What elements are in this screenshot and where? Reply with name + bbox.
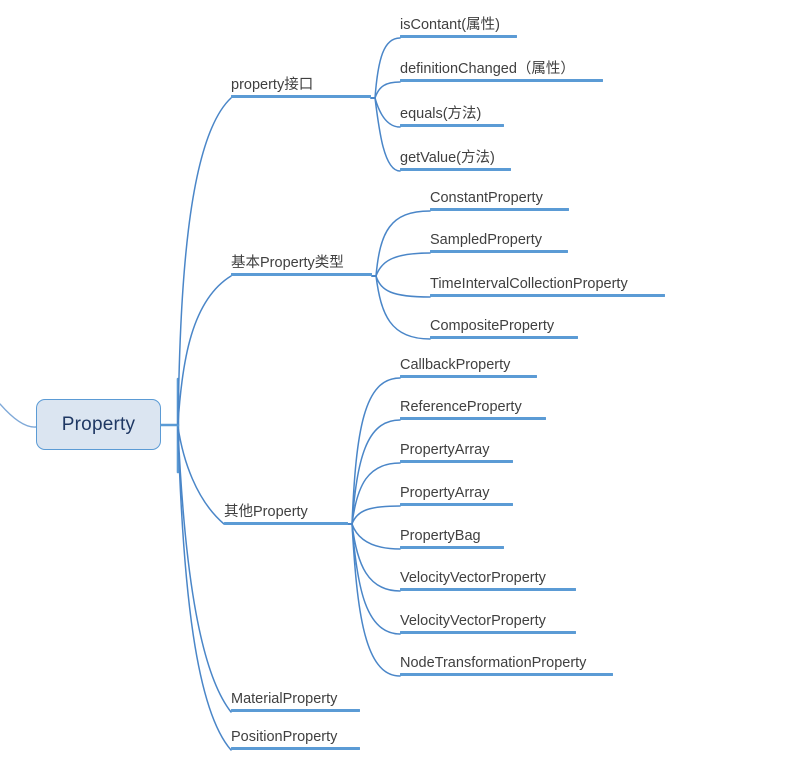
branch-underline [231, 272, 372, 276]
leaf-node-sampledproperty[interactable]: SampledProperty [430, 225, 568, 253]
leaf-underline [400, 502, 513, 506]
leaf-underline [430, 249, 568, 253]
leaf-underline [400, 78, 603, 82]
leaf-label: VelocityVectorProperty [400, 570, 546, 587]
leaf-label: ConstantProperty [430, 190, 543, 207]
leaf-label: definitionChanged（属性） [400, 61, 575, 78]
branch-node-positionproperty[interactable]: PositionProperty [231, 722, 360, 750]
leaf-label: ReferenceProperty [400, 399, 522, 416]
branch-underline [231, 708, 360, 712]
branch-label: 基本Property类型 [231, 255, 344, 272]
leaf-node-nodetransformationproperty[interactable]: NodeTransformationProperty [400, 648, 613, 676]
branch-node-property-interface[interactable]: property接口 [231, 70, 371, 98]
leaf-underline [430, 293, 665, 297]
leaf-label: NodeTransformationProperty [400, 655, 587, 672]
leaf-underline [400, 34, 517, 38]
leaf-node-callbackproperty[interactable]: CallbackProperty [400, 350, 537, 378]
leaf-label: CompositeProperty [430, 318, 555, 335]
leaf-underline [400, 459, 513, 463]
leaf-underline [430, 207, 569, 211]
leaf-node-timeintervalcollectionproperty[interactable]: TimeIntervalCollectionProperty [430, 269, 665, 297]
branch-label: MaterialProperty [231, 691, 338, 708]
leaf-node-equals[interactable]: equals(方法) [400, 99, 504, 127]
leaf-underline [400, 672, 613, 676]
branch-underline [231, 94, 371, 98]
leaf-underline [400, 545, 504, 549]
branch-node-materialproperty[interactable]: MaterialProperty [231, 684, 360, 712]
branch-underline [231, 746, 360, 750]
leaf-label: getValue(方法) [400, 150, 495, 167]
leaf-label: equals(方法) [400, 106, 482, 123]
leaf-label: isContant(属性) [400, 17, 500, 34]
branch-underline [224, 521, 348, 525]
leaf-node-constantproperty[interactable]: ConstantProperty [430, 183, 569, 211]
leaf-node-definitionchanged[interactable]: definitionChanged（属性） [400, 54, 603, 82]
branch-label: PositionProperty [231, 729, 338, 746]
branch-node-other-property[interactable]: 其他Property [224, 497, 348, 525]
leaf-node-referenceproperty[interactable]: ReferenceProperty [400, 392, 546, 420]
leaf-label: TimeIntervalCollectionProperty [430, 276, 628, 293]
leaf-label: PropertyArray [400, 485, 490, 502]
branch-label: property接口 [231, 77, 314, 94]
leaf-node-propertybag[interactable]: PropertyBag [400, 521, 504, 549]
leaf-node-velocityvectorproperty-1[interactable]: VelocityVectorProperty [400, 563, 576, 591]
leaf-label: VelocityVectorProperty [400, 613, 546, 630]
leaf-underline [400, 416, 546, 420]
branch-label: 其他Property [224, 504, 308, 521]
root-node[interactable]: Property [36, 399, 161, 450]
leaf-node-iscontant[interactable]: isContant(属性) [400, 10, 517, 38]
leaf-underline [400, 630, 576, 634]
leaf-node-velocityvectorproperty-2[interactable]: VelocityVectorProperty [400, 606, 576, 634]
leaf-underline [400, 167, 511, 171]
leaf-node-compositeproperty[interactable]: CompositeProperty [430, 311, 578, 339]
leaf-node-propertyarray-1[interactable]: PropertyArray [400, 435, 513, 463]
branch-node-basic-property-types[interactable]: 基本Property类型 [231, 248, 372, 276]
leaf-node-propertyarray-2[interactable]: PropertyArray [400, 478, 513, 506]
leaf-label: PropertyArray [400, 442, 490, 459]
leaf-underline [430, 335, 578, 339]
leaf-label: PropertyBag [400, 528, 481, 545]
leaf-underline [400, 587, 576, 591]
leaf-underline [400, 123, 504, 127]
leaf-label: SampledProperty [430, 232, 543, 249]
leaf-node-getvalue[interactable]: getValue(方法) [400, 143, 511, 171]
leaf-label: CallbackProperty [400, 357, 511, 374]
leaf-underline [400, 374, 537, 378]
